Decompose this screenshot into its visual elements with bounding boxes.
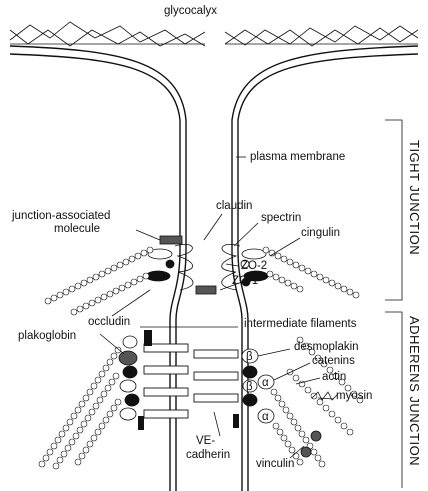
- label-intermediate-filaments: intermediate filaments: [244, 318, 357, 330]
- label-zo2: ZO-2: [241, 260, 267, 272]
- ve-cadherin-bar: [144, 388, 188, 396]
- label-desmoplakin: desmoplakin: [294, 341, 359, 353]
- label-occludin: occludin: [88, 316, 130, 328]
- ve-cadherin-bar: [194, 350, 238, 358]
- ve-cadherin-bar: [194, 394, 238, 402]
- label-ve-line2: cadherin: [186, 449, 230, 461]
- label-glycocalyx: glycocalyx: [164, 5, 217, 17]
- label-adherens-junction: ADHERENS JUNCTION: [407, 316, 422, 466]
- ve-cadherin-bar: [144, 410, 188, 418]
- plasma-membrane-left: [10, 46, 186, 491]
- label-plakoglobin: plakoglobin: [18, 330, 76, 342]
- label-ve-line1: VE-: [196, 435, 215, 447]
- section-brackets: [385, 120, 402, 488]
- alpha-catenin-symbol-2: α: [262, 411, 269, 423]
- label-vinculin: vinculin: [256, 458, 294, 470]
- alpha-catenin-symbol: α: [262, 377, 269, 389]
- jam-block-lower: [196, 286, 216, 294]
- label-jam-line1: junction-associated: [11, 210, 110, 222]
- ve-cadherin-bar: [144, 366, 188, 374]
- label-spectrin: spectrin: [261, 212, 301, 224]
- ve-cadherin-bar: [194, 372, 238, 380]
- gamma-catenin-symbol: γ: [246, 395, 252, 407]
- label-catenins: catenins: [312, 355, 355, 367]
- label-claudin: claudin: [216, 200, 252, 212]
- label-zo1: ZO-1: [232, 275, 258, 287]
- glycocalyx-mesh: [10, 22, 418, 46]
- beta-catenin-symbol-2: β: [246, 381, 253, 393]
- beta-catenin-symbol: β: [246, 351, 253, 363]
- label-cingulin: cingulin: [301, 227, 340, 239]
- label-jam-line2: molecule: [54, 223, 100, 235]
- label-actin: actin: [322, 371, 346, 383]
- jam-block: [160, 236, 182, 244]
- label-myosin: myosin: [336, 390, 372, 402]
- tight-junction-complex: [45, 236, 359, 315]
- label-plasma-membrane: plasma membrane: [250, 151, 345, 163]
- label-tight-junction: TIGHT JUNCTION: [407, 140, 422, 255]
